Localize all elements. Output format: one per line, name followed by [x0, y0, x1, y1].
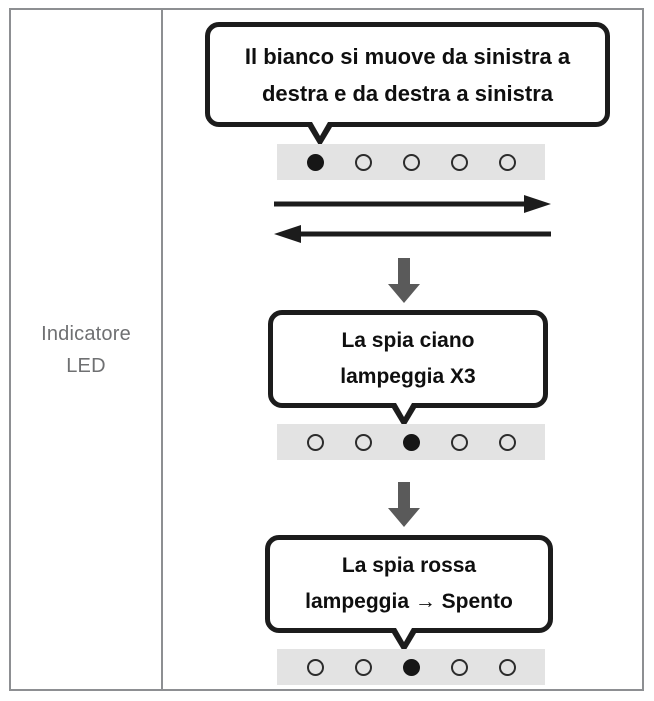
led-indicator-1	[306, 433, 324, 451]
callout-white-sweep-line-1: Il bianco si muove da sinistra a	[244, 43, 571, 69]
led-indicator-1	[306, 153, 324, 171]
callout-cyan-blink: La spia ciano lampeggia X3	[268, 310, 548, 408]
led-indicator-2	[354, 153, 372, 171]
led-indicator-2	[354, 658, 372, 676]
flow-down-arrow-icon-2	[388, 482, 420, 527]
callout-red-blink-off-line-2: lampeggia → Spento	[305, 590, 513, 613]
callout-red-blink-off-line-1: La spia rossa	[341, 554, 477, 577]
callout-cyan-blink-line-1: La spia ciano	[341, 329, 475, 352]
row-label-line-1: Indicatore	[41, 322, 131, 345]
led-indicator-3	[402, 658, 420, 676]
led-indicator-4	[450, 658, 468, 676]
callout-white-sweep: Il bianco si muove da sinistra a destra …	[205, 22, 610, 127]
led-indicator-4	[450, 433, 468, 451]
row-label-line-2: LED	[66, 354, 106, 377]
table-column-divider	[161, 8, 163, 691]
led-indicator-5	[498, 658, 516, 676]
callout-tail-icon	[305, 122, 335, 147]
led-strip-cyan-blink	[277, 424, 545, 460]
led-indicator-2	[354, 433, 372, 451]
row-label-cell: Indicatore LED	[11, 8, 161, 691]
led-indicator-5	[498, 153, 516, 171]
led-indicator-4	[450, 153, 468, 171]
led-strip-white-sweep	[277, 144, 545, 180]
callout-white-sweep-line-2: destra e da destra a sinistra	[261, 80, 554, 106]
callout-tail-icon	[389, 403, 419, 428]
led-indicator-3	[402, 153, 420, 171]
diagram-cell: Il bianco si muove da sinistra a destra …	[163, 8, 644, 691]
led-strip-red-blink-off	[277, 649, 545, 685]
led-indicator-1	[306, 658, 324, 676]
arrow-left-icon	[274, 225, 551, 243]
flow-down-arrow-icon-1	[388, 258, 420, 303]
callout-red-blink-off: La spia rossa lampeggia → Spento	[265, 535, 553, 633]
led-indicator-5	[498, 433, 516, 451]
callout-tail-icon	[389, 628, 419, 653]
led-indicator-3	[402, 433, 420, 451]
arrow-right-icon	[274, 195, 551, 213]
callout-cyan-blink-line-2: lampeggia X3	[340, 365, 476, 388]
